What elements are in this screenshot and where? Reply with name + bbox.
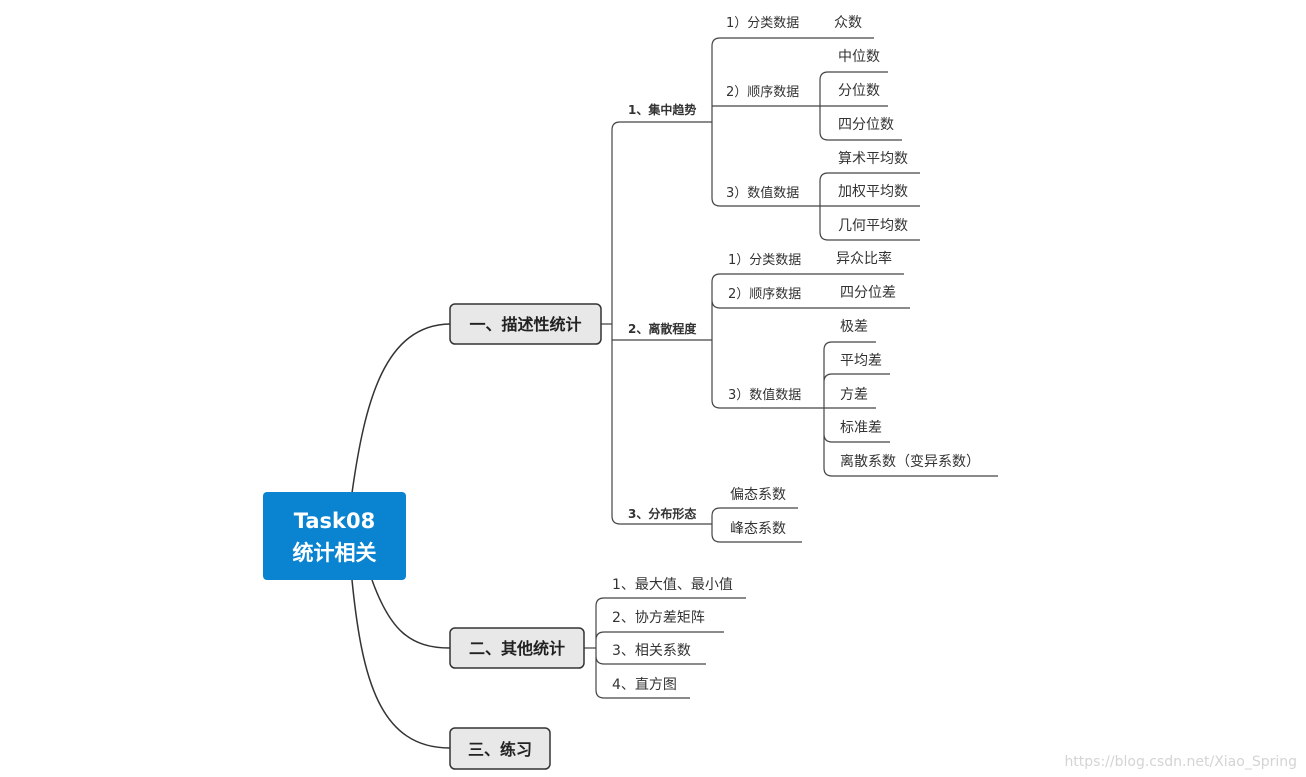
connector-g1s3-items xyxy=(819,172,920,241)
connector-group3-items xyxy=(711,507,802,543)
leaf-item[interactable]: 加权平均数 xyxy=(838,184,908,200)
topic-exercise[interactable]: 三、练习 xyxy=(449,727,551,770)
leaf-item[interactable]: 偏态系数 xyxy=(730,487,786,503)
connector-root-branch2 xyxy=(371,579,451,649)
connector-g2s3-items xyxy=(823,341,998,477)
node-g1-ordinal[interactable]: 2）顺序数据 xyxy=(726,85,799,100)
root-node-box xyxy=(263,492,406,580)
root-node[interactable]: Task08 统计相关 xyxy=(263,492,406,580)
connector-branch1-groups xyxy=(601,121,712,525)
connector-group2-subs xyxy=(711,273,824,409)
leaf-item[interactable]: 四分位数 xyxy=(838,117,894,133)
root-title-line1: Task08 xyxy=(294,509,375,533)
node-g1-categorical[interactable]: 1）分类数据 xyxy=(726,16,799,31)
topic-box xyxy=(449,627,585,669)
leaf-item[interactable]: 众数 xyxy=(834,15,862,31)
leaf-item[interactable]: 3、相关系数 xyxy=(612,643,691,659)
leaf-item[interactable]: 方差 xyxy=(840,387,868,403)
leaf-item[interactable]: 2、协方差矩阵 xyxy=(612,610,705,626)
leaf-item[interactable]: 极差 xyxy=(840,319,868,335)
leaf-item[interactable]: 异众比率 xyxy=(836,250,892,267)
node-central-tendency[interactable]: 1、集中趋势 xyxy=(628,102,696,117)
watermark-text: https://blog.csdn.net/Xiao_Spring xyxy=(1064,754,1297,770)
node-g1-numeric[interactable]: 3）数值数据 xyxy=(726,185,799,201)
leaf-item[interactable]: 几何平均数 xyxy=(838,218,908,234)
topic-label: 二、其他统计 xyxy=(469,639,565,658)
leaf-item[interactable]: 中位数 xyxy=(838,49,880,65)
topic-box xyxy=(449,303,602,345)
leaf-item[interactable]: 标准差 xyxy=(840,420,882,436)
leaf-item[interactable]: 四分位差 xyxy=(840,285,896,301)
leaf-item[interactable]: 峰态系数 xyxy=(730,521,786,537)
connector-root-branch1 xyxy=(351,323,451,494)
node-g2-categorical[interactable]: 1）分类数据 xyxy=(728,253,801,268)
node-g2-ordinal[interactable]: 2）顺序数据 xyxy=(728,287,801,302)
leaf-item[interactable]: 离散系数（变异系数） xyxy=(840,453,980,470)
connector-g1s2-items xyxy=(819,71,902,141)
leaf-item[interactable]: 4、直方图 xyxy=(612,676,677,693)
node-distribution-shape[interactable]: 3、分布形态 xyxy=(628,506,696,521)
connector-group1-subs xyxy=(711,37,820,207)
leaf-item[interactable]: 平均差 xyxy=(840,353,882,369)
leaf-item[interactable]: 算术平均数 xyxy=(838,151,908,167)
node-g2-numeric[interactable]: 3）数值数据 xyxy=(728,387,801,403)
leaf-item[interactable]: 1、最大值、最小值 xyxy=(612,577,733,593)
connector-root-branch3 xyxy=(351,579,451,749)
connector-branch2-items xyxy=(584,597,746,699)
topic-descriptive-stats[interactable]: 一、描述性统计 xyxy=(449,303,602,345)
topic-label: 三、练习 xyxy=(468,740,532,759)
leaf-item[interactable]: 分位数 xyxy=(838,83,880,99)
topic-label: 一、描述性统计 xyxy=(469,315,581,334)
root-title-line2: 统计相关 xyxy=(293,541,377,565)
topic-other-stats[interactable]: 二、其他统计 xyxy=(449,627,585,669)
node-dispersion[interactable]: 2、离散程度 xyxy=(628,321,697,336)
topic-box xyxy=(449,727,551,770)
